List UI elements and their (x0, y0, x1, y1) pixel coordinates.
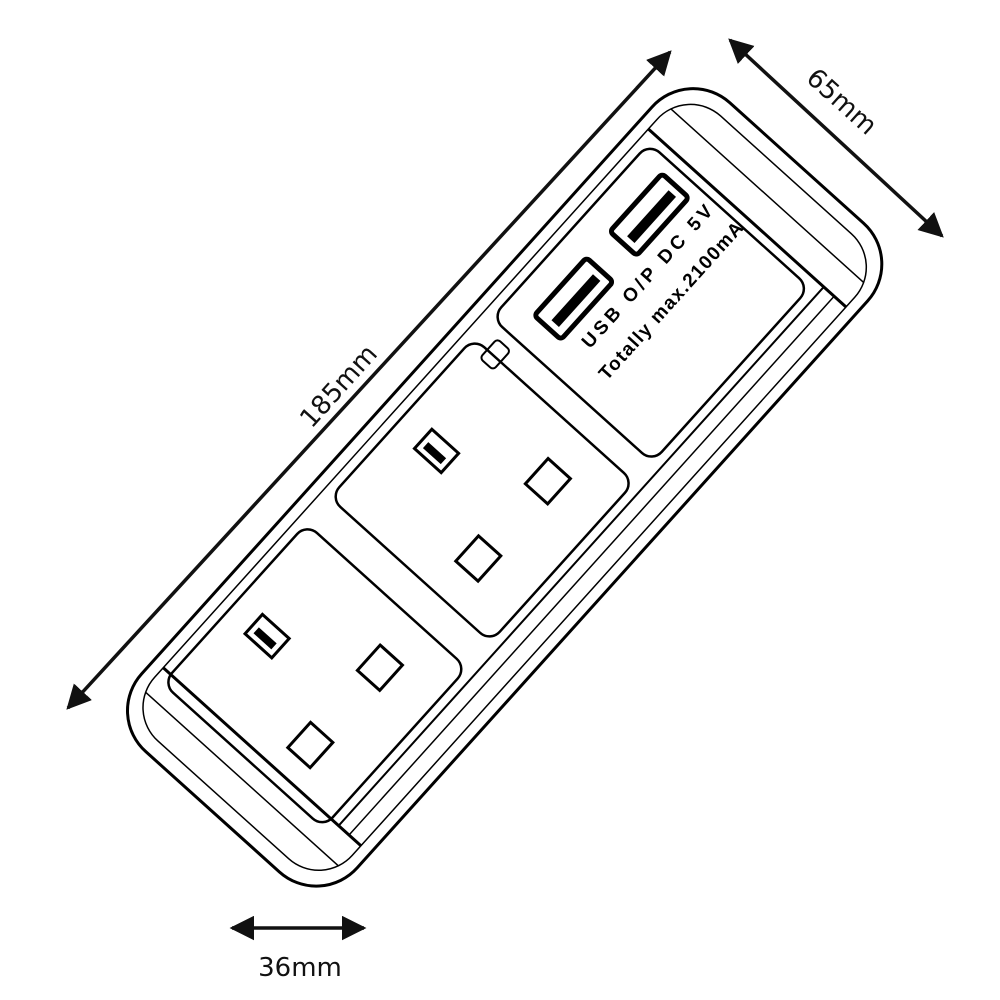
width-label: 65mm (800, 63, 882, 141)
socket-1 (167, 528, 463, 824)
usb-panel (496, 147, 806, 458)
end-width-label: 36mm (258, 953, 342, 983)
live-slot (523, 456, 573, 506)
neutral-slot (285, 720, 335, 770)
usb-port-1 (533, 256, 615, 341)
width-dimension-arrow (728, 38, 944, 238)
usb-port-2 (608, 172, 690, 257)
live-slot (355, 642, 405, 693)
power-strip-body: USB O/P DC 5V Totally max.2100mA (125, 87, 884, 888)
length-dimension-arrow (66, 50, 672, 710)
indicator-light (480, 339, 510, 370)
earth-slot (412, 427, 461, 475)
neutral-slot (453, 533, 503, 584)
socket-2 (334, 339, 630, 638)
earth-slot (242, 612, 292, 660)
